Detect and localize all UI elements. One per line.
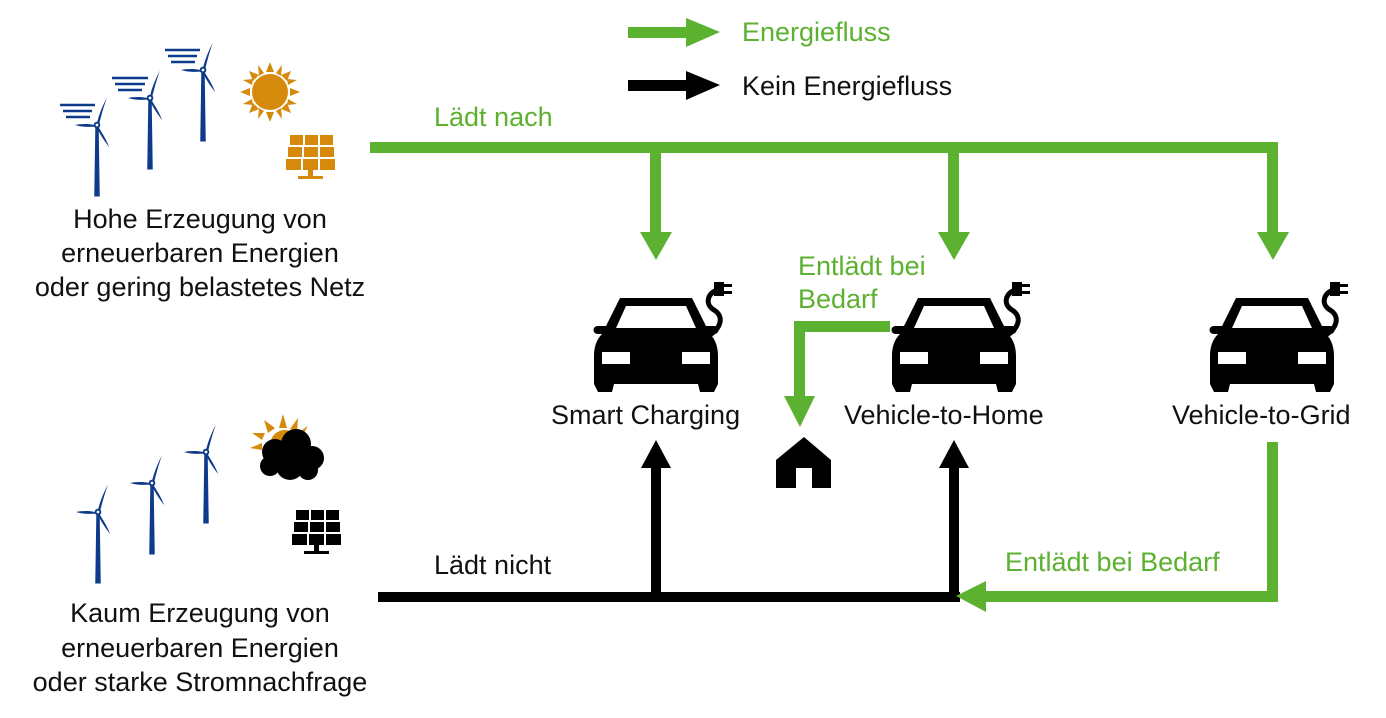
solar-panel-icon [286, 135, 335, 179]
sun-behind-cloud-icon [250, 414, 324, 480]
low-generation-line1: Kaum Erzeugung von [70, 598, 330, 628]
v2g-discharge-label: Entlädt bei Bedarf [1005, 547, 1220, 577]
house-icon [776, 437, 831, 488]
ev-car-icon-smart-charging [594, 282, 733, 392]
smart-charging-label: Smart Charging [551, 400, 741, 430]
low-generation-line3: oder starke Stromnachfrage [32, 667, 368, 697]
ev-car-icon-vehicle-to-grid [1210, 282, 1349, 392]
legend-energy-flow-arrow [628, 18, 720, 47]
legend-no-energy-flow-label: Kein Energiefluss [742, 71, 953, 101]
high-generation-line3: oder gering belastetes Netz [34, 272, 366, 302]
solar-panel-icon [292, 510, 341, 554]
vehicle-to-home-label: Vehicle-to-Home [844, 400, 1044, 430]
sun-icon [240, 62, 300, 122]
legend-no-energy-flow-arrow [628, 71, 720, 100]
v2h-discharge-label-line1: Entlädt bei [798, 251, 926, 281]
wind-turbines-icon [60, 42, 216, 197]
high-generation-line1: Hohe Erzeugung von [73, 204, 327, 234]
legend-energy-flow-label: Energiefluss [742, 17, 891, 47]
low-generation-line2: erneuerbaren Energien [61, 633, 339, 663]
no-charge-flow-label: Lädt nicht [434, 550, 552, 580]
ev-car-icon-vehicle-to-home [892, 282, 1031, 392]
wind-turbines-icon [76, 424, 219, 584]
vehicle-to-grid-label: Vehicle-to-Grid [1172, 400, 1351, 430]
high-generation-line2: erneuerbaren Energien [61, 238, 339, 268]
v2h-discharge-label-line2: Bedarf [798, 284, 878, 314]
v2h-discharge-arrow [784, 321, 890, 427]
v2g-discharge-arrow [956, 442, 1278, 612]
no-charge-flow-line [378, 440, 969, 602]
charge-flow-line [370, 142, 1289, 260]
charge-flow-label: Lädt nach [434, 102, 553, 132]
